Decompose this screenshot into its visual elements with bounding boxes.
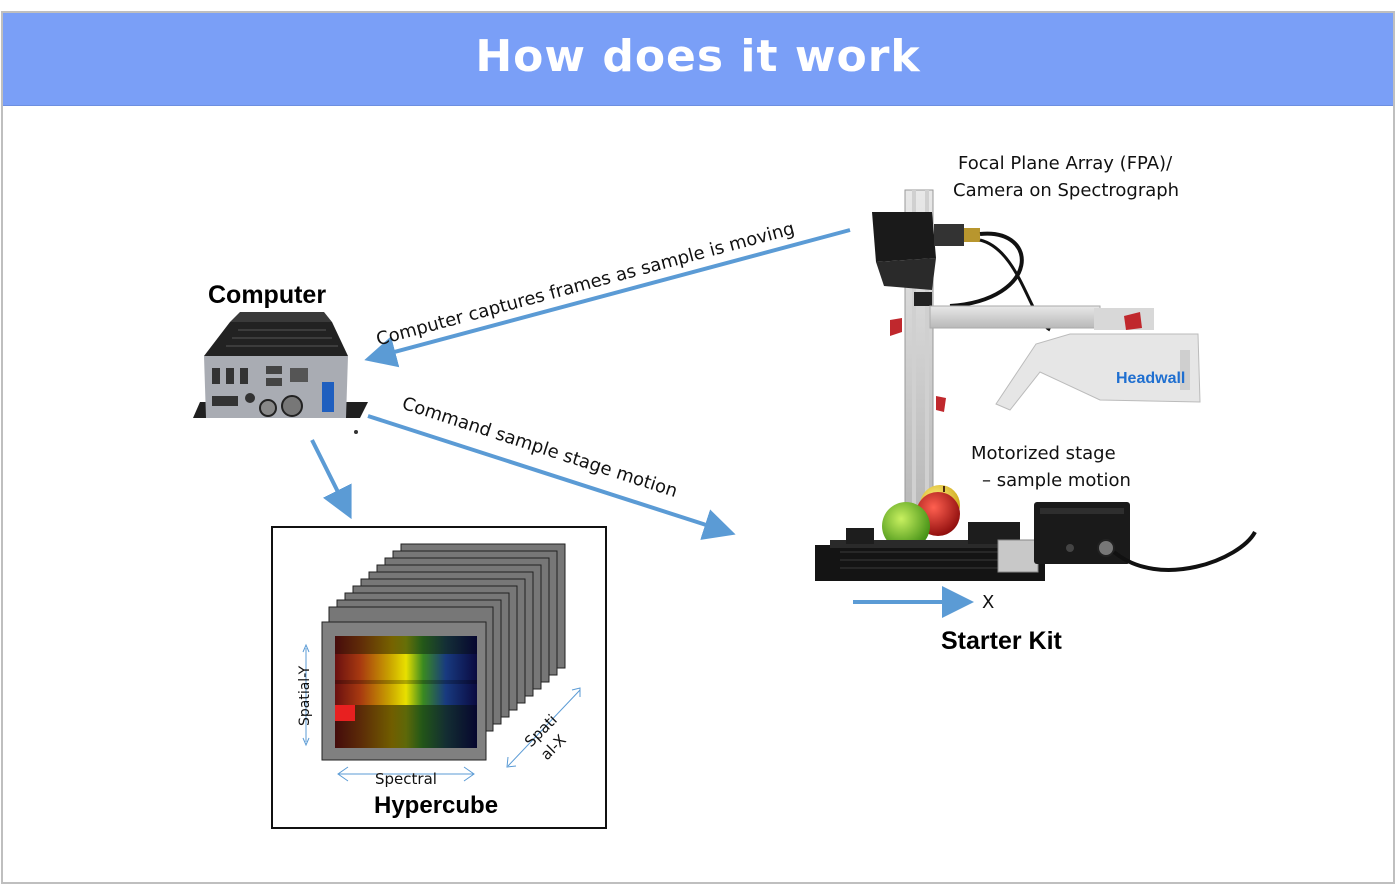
x-axis-label: X <box>982 592 995 613</box>
starter-kit-image: Headwall <box>815 189 1257 581</box>
fpa-label-line2: Camera on Spectrograph <box>953 180 1180 201</box>
spatial-y-label: Spatial-Y <box>297 665 313 726</box>
page-title: How does it work <box>475 31 921 82</box>
hypercube-label: Hypercube <box>374 792 499 819</box>
title-banner: How does it work <box>3 13 1393 106</box>
computer-device-image <box>193 312 368 434</box>
spectral-label: Spectral <box>375 770 437 788</box>
computer-label: Computer <box>208 281 327 309</box>
hypercube-stack <box>321 543 566 761</box>
capture-arrow <box>364 228 851 368</box>
slide-frame: How does it work <box>1 11 1395 884</box>
spatial-x-arrow <box>507 689 581 767</box>
fpa-label-line1: Focal Plane Array (FPA)/ <box>958 153 1173 174</box>
stage-label-line2: – sample motion <box>982 470 1131 491</box>
headwall-logo: Headwall <box>1116 370 1185 387</box>
starter-kit-label: Starter Kit <box>941 627 1062 655</box>
command-arrow <box>367 414 736 540</box>
computer-to-hypercube-arrow <box>310 439 352 520</box>
stage-label-line1: Motorized stage <box>971 443 1116 464</box>
